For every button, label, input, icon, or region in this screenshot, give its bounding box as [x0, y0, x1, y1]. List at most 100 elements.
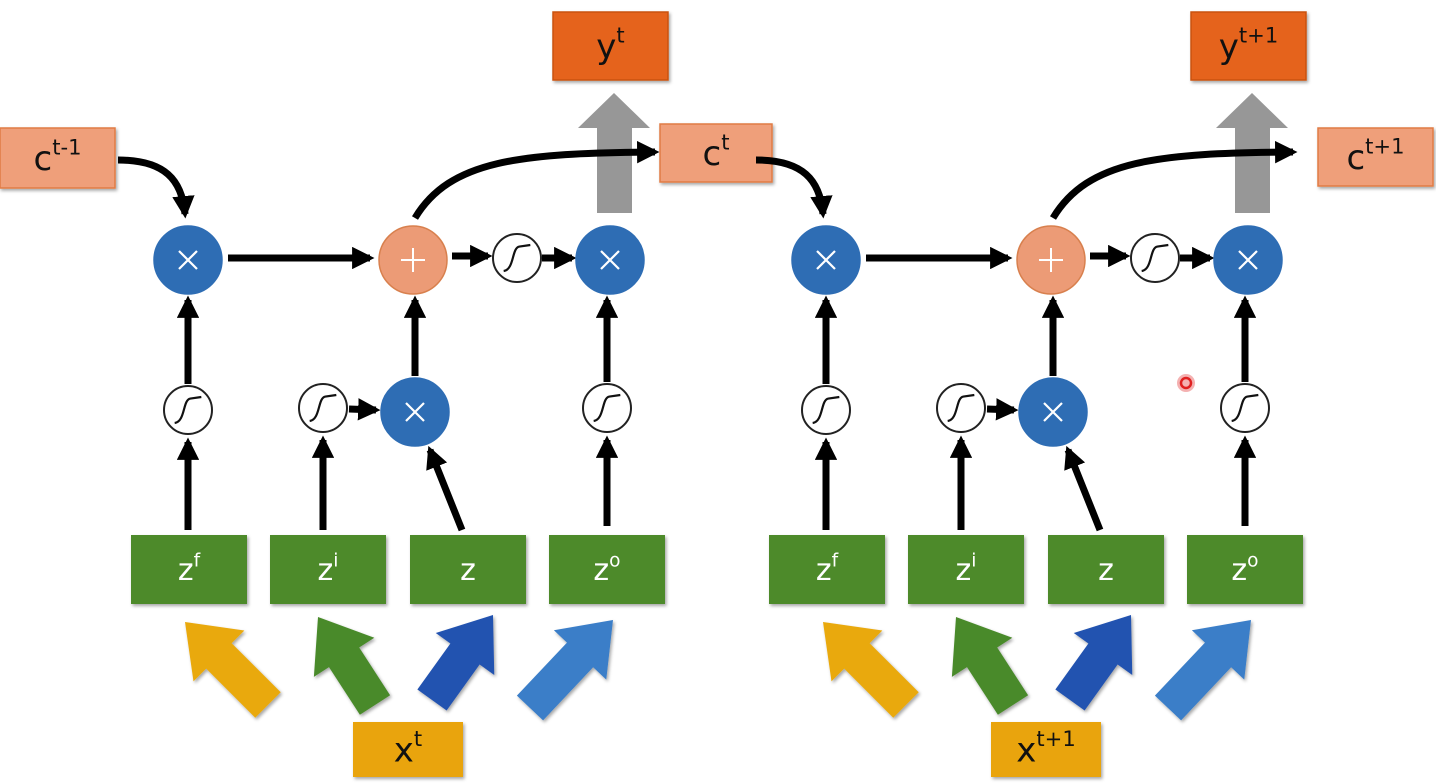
gate-z-label: z: [460, 553, 476, 588]
sigmoid-curve-icon: [947, 393, 975, 423]
gate-zf-label-superscript: f: [194, 551, 201, 572]
forget-multiply-node: [153, 225, 223, 295]
forget-activation-node: [801, 385, 851, 435]
output-multiply-node: [1213, 225, 1283, 295]
gate-z: z: [1048, 535, 1164, 604]
gate-zf-label-superscript: f: [832, 551, 839, 572]
input-activation-node: [298, 383, 348, 433]
gate-zi-label: zi: [318, 551, 339, 589]
output-activation-node: [1220, 383, 1270, 433]
add-icon: [401, 248, 425, 272]
add-node: [1016, 225, 1086, 295]
output-activation-node-circle: [1220, 383, 1270, 433]
forget-activation-node: [163, 385, 213, 435]
output-y-1: yt+1: [1190, 11, 1307, 81]
cell-state-t: ct: [659, 123, 773, 183]
multiply-icon: [1043, 402, 1063, 422]
cell-state-prev-label: ct-1: [34, 135, 82, 179]
cell-activation-node-circle: [492, 233, 542, 283]
gate-zi: zi: [908, 535, 1024, 604]
output-y-1-label: yt+1: [1219, 23, 1278, 67]
input-activation-to-multiply-arrow: [986, 398, 1019, 421]
sigmoid-curve-icon: [593, 393, 621, 423]
forget-multiply-node: [791, 225, 861, 295]
gate-zf-box: [131, 535, 247, 604]
cell-state-out-arrow: [412, 140, 660, 220]
gate-z-label-base: z: [1098, 553, 1114, 588]
cell-state-t-plus-1: ct+1: [1317, 127, 1434, 187]
output-gate-input-arrow: [516, 620, 613, 721]
gate-zo-label-base: z: [1231, 553, 1247, 588]
input-x-0: xt: [353, 722, 463, 777]
gate-zo-label: zo: [593, 551, 620, 589]
gate-zf-label: zf: [816, 551, 839, 589]
input-x-0-box: [353, 722, 463, 777]
cell-state-prev-box: [0, 127, 116, 189]
add-icon: [1039, 248, 1063, 272]
input-multiply-node: [1018, 377, 1088, 447]
gate-zi: zi: [270, 535, 386, 604]
sigmoid-curve-icon: [503, 243, 531, 273]
input-x-1-label-base: x: [1016, 730, 1036, 770]
gate-z-label-base: z: [460, 553, 476, 588]
cell-state-out-arrow: [1050, 140, 1298, 220]
output-y-0-label: yt: [596, 23, 624, 67]
cell-state-prev-label-base: c: [34, 139, 53, 179]
sigmoid-curve-icon: [309, 393, 337, 423]
input-x-1-label-superscript: t+1: [1036, 726, 1075, 751]
input-gate-input-arrow: [951, 617, 1029, 715]
input-x-0-label-base: x: [394, 730, 414, 770]
gate-zf-label-base: z: [816, 553, 832, 588]
input-gate-input-arrow: [313, 617, 391, 715]
output-y-1-label-base: y: [1219, 27, 1239, 67]
cell-state-t-label-base: c: [703, 134, 722, 174]
gate-zi-label-superscript: i: [333, 551, 338, 572]
output-y-0: yt: [552, 11, 669, 81]
laser-pointer-glow: [1177, 374, 1195, 392]
input-x-0-label-superscript: t: [414, 726, 422, 751]
multiply-icon: [600, 250, 620, 270]
cell-state-t-plus-1-label-superscript: t+1: [1365, 134, 1404, 159]
cell-state-t-box: [659, 123, 773, 183]
input-activation-to-multiply-arrow: [348, 398, 381, 421]
gate-zo-label-superscript: o: [1247, 551, 1258, 572]
output-y-0-label-superscript: t: [616, 23, 624, 48]
gate-zi-label-base: z: [318, 553, 334, 588]
sigmoid-curve-icon: [174, 395, 202, 425]
output-gate-input-arrow: [1154, 620, 1251, 721]
sigmoid-curve-icon: [1141, 243, 1169, 273]
input-x-1: xt+1: [991, 722, 1101, 777]
output-y-1-box: [1190, 11, 1307, 81]
multiply-icon: [178, 250, 198, 270]
cell-state-in-arrow: [117, 156, 195, 219]
cell-state-t-label: ct: [703, 130, 730, 174]
forget-input-arrow: [823, 622, 919, 718]
gate-zf-label-base: z: [178, 553, 194, 588]
cell-activation-node: [1130, 233, 1180, 283]
cell-state-prev: ct-1: [0, 127, 116, 189]
laser-pointer-dot: [1179, 376, 1193, 390]
forget-input-arrow: [185, 622, 281, 718]
gate-zf-box: [769, 535, 885, 604]
cell-activation-node-circle: [1130, 233, 1180, 283]
gate-zo: zo: [1187, 535, 1303, 604]
gate-zi-box: [908, 535, 1024, 604]
z-input-arrow: [417, 615, 495, 711]
z-to-multiply-arrow: [1064, 445, 1104, 532]
forget-activation-node-circle: [801, 385, 851, 435]
z-input-arrow: [1055, 615, 1133, 711]
output-y-0-label-base: y: [596, 27, 616, 67]
input-x-1-label: xt+1: [1016, 726, 1075, 770]
sigmoid-curve-icon: [1231, 393, 1259, 423]
input-x-1-box: [991, 722, 1101, 777]
gate-zo-label-superscript: o: [609, 551, 620, 572]
gate-zi-box: [270, 535, 386, 604]
output-multiply-node: [575, 225, 645, 295]
output-activation-node: [582, 383, 632, 433]
output-y-0-box: [552, 11, 669, 81]
gate-zi-label: zi: [956, 551, 977, 589]
gate-zf: zf: [131, 535, 247, 604]
gate-zf: zf: [769, 535, 885, 604]
cell-state-in-arrow: [755, 156, 833, 219]
